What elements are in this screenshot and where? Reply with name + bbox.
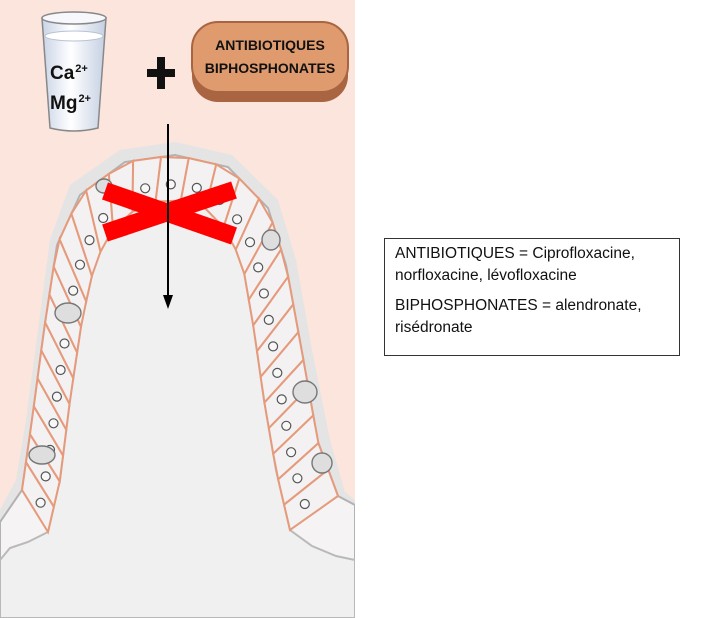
pill-icon [191,21,349,102]
cell-nucleus [281,420,292,431]
arrow-down-icon [163,124,173,309]
goblet-cell [261,229,281,251]
cell-nucleus [84,235,95,246]
epithelial-cells [20,155,340,535]
pill-label-biphosphonates: BIPHOSPHONATES [204,60,336,76]
goblet-cell [54,302,82,324]
plus-icon [147,57,175,89]
goblet-cell [311,452,333,474]
intestinal-villus [0,124,355,618]
cell-nucleus [35,497,46,508]
cell-nucleus [232,214,243,225]
cross-icon [102,181,237,245]
cell-nucleus [286,447,297,458]
cell-nucleus [258,288,269,299]
cell-nucleus [140,183,151,194]
cell-nucleus [48,418,59,429]
cell-nucleus [40,471,51,482]
cell-nucleus [268,341,279,352]
magnesium-label: Mg2+ [50,93,91,114]
goblet-cell [292,380,318,404]
water-glass-icon [41,11,107,132]
legend-box: ANTIBIOTIQUES = Ciprofloxacine, norfloxa… [384,238,680,356]
cell-nucleus [74,259,86,270]
legend-entry-antibiotiques: ANTIBIOTIQUES = Ciprofloxacine, norfloxa… [395,245,635,284]
pill-label-antibiotiques: ANTIBIOTIQUES [215,37,325,53]
pill-label: ANTIBIOTIQUES BIPHOSPHONATES [192,34,348,80]
cell-nucleus [292,473,303,484]
cell-nucleus [68,285,79,296]
cell-nucleus [276,394,287,405]
cell-nucleus [191,182,202,193]
cell-nucleus [272,367,283,378]
cell-nucleus [253,262,264,273]
cell-nucleus [55,364,66,376]
calcium-label: Ca2+ [50,63,88,84]
cell-nucleus [59,338,70,349]
cell-nucleus [263,314,274,325]
cell-nucleus [98,212,109,224]
legend-entry-biphosphonates: BIPHOSPHONATES = alendronate, risédronat… [395,297,642,336]
cell-nucleus [51,391,63,402]
cell-nucleus [299,498,310,510]
goblet-cell [28,445,56,465]
epithelial-cell [282,467,340,532]
cell-nucleus [244,237,256,248]
